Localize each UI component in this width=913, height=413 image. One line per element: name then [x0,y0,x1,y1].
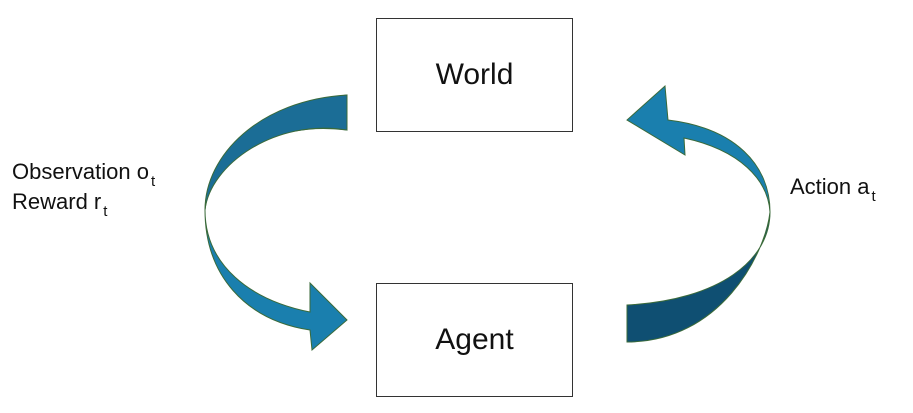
agent-label: Agent [435,323,514,356]
left-arrow-lower-band [204,209,348,352]
action-subscript: t [871,188,876,205]
curved-arrow-up-icon [626,84,771,343]
action-text: Action a [790,174,870,199]
curved-arrow-down-icon [204,94,348,352]
right-arrow-upper-band [626,84,771,213]
world-label: World [435,58,514,91]
reward-subscript: t [103,203,108,220]
left-arrow-upper-band [204,94,348,211]
world-box: World [376,18,573,132]
observation-subscript: t [150,173,156,190]
agent-box: Agent [376,283,573,397]
reward-text: Reward r [12,189,102,214]
right-arrow-lower-band [626,211,771,343]
observation-text: Observation o [12,159,149,184]
